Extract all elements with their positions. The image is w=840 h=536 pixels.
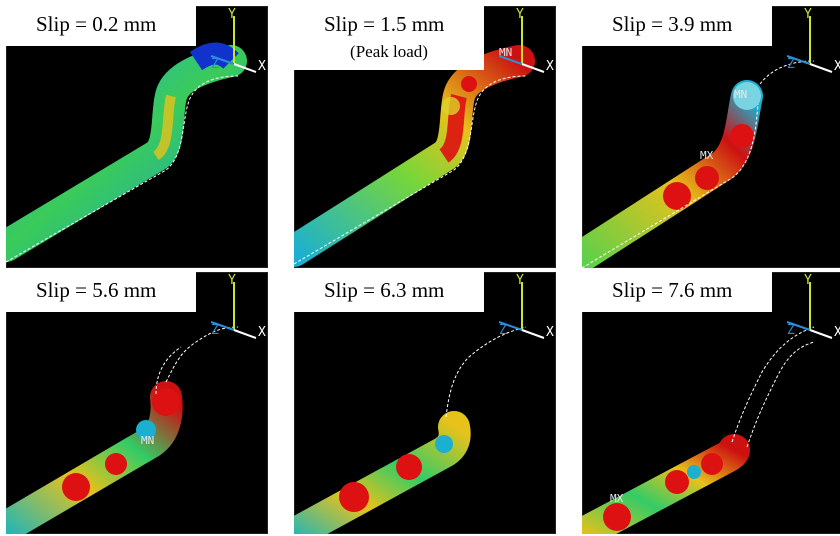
slip-caption: Slip = 5.6 mm xyxy=(36,278,157,302)
z-axis-label: Z xyxy=(499,323,507,338)
z-axis-label: Z xyxy=(211,323,219,338)
panel-slip-5-6: MN Y Z X Slip = 5.6 mm xyxy=(6,272,268,534)
panel-slip-7-6: MX Y Z X Slip = 7.6 mm xyxy=(582,272,840,534)
z-axis-label: Z xyxy=(787,57,795,72)
y-axis-label: Y xyxy=(228,273,236,288)
x-axis-label: X xyxy=(546,59,554,74)
mx-node-label: MX xyxy=(700,149,714,162)
y-axis-label: Y xyxy=(516,7,524,22)
x-axis-label: X xyxy=(258,325,266,340)
slip-caption: Slip = 3.9 mm xyxy=(612,12,733,36)
slip-caption: Slip = 0.2 mm xyxy=(36,12,157,36)
coordinate-triad-icon: Y Z X xyxy=(786,273,840,340)
panel-caption-box: Slip = 5.6 mm xyxy=(6,272,196,312)
slip-caption: Slip = 1.5 mm xyxy=(324,12,445,36)
pipe-stress-contour-1: Y Z X xyxy=(6,7,266,263)
mn-node-label: MN xyxy=(734,88,747,101)
panel-caption-box: Slip = 3.9 mm xyxy=(582,6,772,46)
panel-slip-0-2: Y Z X Slip = 0.2 mm xyxy=(6,6,268,268)
y-axis-label: Y xyxy=(228,7,236,22)
panel-slip-1-5: MN Y X Slip = 1.5 mm (Peak load) xyxy=(294,6,556,268)
y-axis-label: Y xyxy=(804,7,812,22)
pipe-stress-contour-6: MX Y Z X xyxy=(582,273,840,534)
z-axis-label: Z xyxy=(787,323,795,338)
panel-slip-3-9: MN MX Y Z X Slip = 3.9 mm xyxy=(582,6,840,268)
coordinate-triad-icon: Y Z X xyxy=(786,7,840,74)
mn-node-label: MN xyxy=(141,434,154,447)
pipe-stress-contour-4: MN Y Z X xyxy=(6,273,266,534)
mn-node-label: MN xyxy=(499,46,512,59)
z-axis-label: Z xyxy=(211,57,219,72)
panel-caption-box: Slip = 7.6 mm xyxy=(582,272,772,312)
coordinate-triad-icon: Y Z X xyxy=(498,273,554,340)
slip-caption: Slip = 6.3 mm xyxy=(324,278,445,302)
x-axis-label: X xyxy=(546,325,554,340)
x-axis-label: X xyxy=(258,59,266,74)
pipe-stress-contour-5: Y Z X xyxy=(294,273,554,534)
coordinate-triad-icon: Y Z X xyxy=(210,273,266,340)
panel-caption-box: Slip = 1.5 mm (Peak load) xyxy=(294,6,484,70)
panel-caption-box: Slip = 0.2 mm xyxy=(6,6,196,46)
panel-slip-6-3: Y Z X Slip = 6.3 mm xyxy=(294,272,556,534)
y-axis-label: Y xyxy=(516,273,524,288)
x-axis-label: X xyxy=(834,59,840,74)
peak-load-note: (Peak load) xyxy=(350,42,428,61)
y-axis-label: Y xyxy=(804,273,812,288)
mx-node-label: MX xyxy=(610,492,624,505)
pipe-stress-contour-2: MN Y X xyxy=(294,7,554,267)
coordinate-triad-icon: Y Z X xyxy=(210,7,266,74)
panel-caption-box: Slip = 6.3 mm xyxy=(294,272,484,312)
coordinate-triad-icon: Y X xyxy=(498,7,554,74)
x-axis-label: X xyxy=(834,325,840,340)
slip-caption: Slip = 7.6 mm xyxy=(612,278,733,302)
pipe-stress-contour-3: MN MX Y Z X xyxy=(582,7,840,268)
